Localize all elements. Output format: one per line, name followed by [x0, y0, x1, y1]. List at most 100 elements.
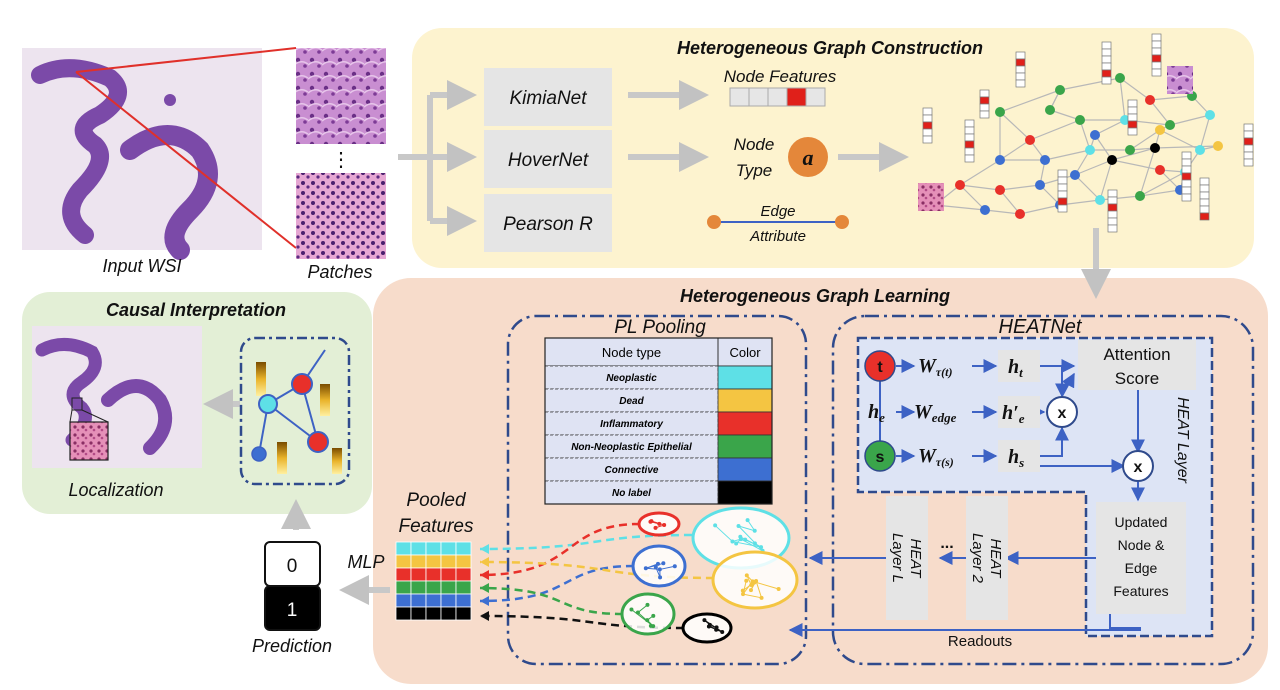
graph-feature-vector: [1107, 203, 1118, 212]
pooling-arrow: [479, 586, 624, 616]
edge-label-2: Attribute: [749, 228, 806, 245]
graph-edge: [959, 184, 1001, 191]
multiply-attention: [1122, 450, 1154, 482]
graph-edge: [1149, 99, 1171, 126]
causal-graph: [251, 349, 342, 474]
graph-edge: [1094, 119, 1126, 136]
cluster-edge: [637, 604, 648, 613]
edge-endpoint-left: [707, 215, 721, 229]
graph-edge: [1169, 114, 1211, 126]
cluster-edge: [714, 525, 733, 542]
module-hovernet: [484, 130, 612, 188]
cluster-edge: [747, 519, 756, 532]
pooling-arrowhead: [480, 570, 489, 580]
graph-node: [1025, 135, 1035, 145]
pooled-feature-cell: [440, 606, 457, 621]
graph-feature-vector: [1127, 127, 1138, 136]
cluster-node: [657, 521, 662, 526]
cluster-node: [759, 595, 764, 600]
pl-pooling-box: [506, 314, 808, 666]
graph-node: [1145, 95, 1155, 105]
cluster-edge: [742, 593, 762, 599]
graph-node: [1075, 115, 1085, 125]
node-t: [864, 350, 896, 382]
graph-edge: [999, 89, 1061, 113]
graph-feature-vector: [964, 126, 975, 135]
cluster-node: [653, 565, 658, 570]
module-kimianet: [484, 68, 612, 126]
graph-edge: [1199, 114, 1211, 151]
pooled-feature-cell: [455, 593, 472, 608]
module-hovernet-label: HoverNet: [508, 150, 589, 171]
updated-label-1: Updated: [1115, 514, 1168, 530]
graph-feature-vector: [1243, 151, 1254, 160]
graph-feature-vector: [1101, 76, 1112, 85]
w-tau-t-label: Wτ(t): [918, 355, 952, 379]
pooling-arrow: [479, 533, 693, 551]
graph-edge: [1139, 189, 1181, 197]
patches-caption: Patches: [307, 262, 372, 282]
graph-feature-vector: [1057, 176, 1068, 185]
graph-feature-vector: [1101, 55, 1112, 64]
cluster-node: [752, 580, 757, 585]
graph-feature-vector: [1181, 151, 1192, 160]
multiply-edge: [1046, 396, 1078, 428]
graph-edge: [1119, 77, 1126, 121]
pooled-feature-cell: [395, 554, 412, 569]
table-row-label: Non-Neoplastic Epithelial: [571, 442, 692, 453]
graph-edge: [959, 159, 1001, 186]
graph-feature-vector: [1243, 123, 1254, 132]
cluster-node: [730, 539, 735, 544]
graph-patch-image: [1167, 66, 1193, 94]
graph-feature-vector: [1199, 184, 1210, 193]
graph-edge: [1029, 119, 1081, 141]
multiply-edge-label: x: [1058, 405, 1067, 422]
node-type-symbol: a: [803, 145, 814, 170]
zoom-line-top: [75, 47, 297, 73]
cluster-edge: [645, 567, 660, 570]
pooled-feature-cell: [410, 606, 427, 621]
table-row-label: Connective: [605, 465, 659, 476]
zoom-line-bottom: [75, 71, 297, 249]
graph-node: [1070, 170, 1080, 180]
table-header-cell: [717, 337, 773, 367]
graph-feature-vector: [1243, 130, 1254, 139]
cluster-node: [738, 534, 743, 539]
pooling-arrow: [479, 522, 641, 577]
graph-edge: [1099, 195, 1141, 201]
graph-feature-vector: [922, 107, 933, 116]
table-row-label: Inflammatory: [600, 419, 663, 430]
graph-feature-vector: [1151, 68, 1162, 77]
patch-image-bottom: [296, 173, 386, 259]
attention-label-1: Attention: [1103, 345, 1170, 364]
causal-graph-box: [239, 336, 351, 486]
graph-edge: [1154, 145, 1219, 149]
h-t-box: [998, 350, 1040, 382]
pooled-feature-cell: [455, 554, 472, 569]
multiply-attention-label: x: [1134, 459, 1143, 476]
pooled-features-grid: [395, 541, 472, 621]
heat-layer-label: HEAT Layer: [1174, 397, 1191, 484]
cluster-node: [744, 578, 749, 583]
graph-feature-vector: [979, 103, 990, 112]
heat-layer-l-text: HEATLayer L: [889, 533, 924, 583]
table-color-swatch: [717, 365, 773, 390]
cluster-node: [776, 586, 781, 591]
pooling-arrowhead: [480, 544, 489, 554]
pooling-arrow: [479, 560, 715, 580]
graph-feature-vector: [922, 114, 933, 123]
graph-feature-vector: [1107, 217, 1118, 226]
graph-feature-vector: [1199, 205, 1210, 214]
updated-label-4: Features: [1113, 583, 1168, 599]
layer-ellipsis: ...: [940, 535, 953, 552]
graph-node: [1090, 130, 1100, 140]
pooled-feature-cell: [440, 567, 457, 582]
graph-edge: [1129, 129, 1161, 151]
graph-feature-vector: [1107, 189, 1118, 198]
graph-feature-vector: [1101, 69, 1112, 78]
table-color-swatch: [717, 480, 773, 505]
causal-title: Causal Interpretation: [106, 300, 286, 320]
graph-node: [1135, 191, 1145, 201]
graph-feature-vector: [979, 96, 990, 105]
